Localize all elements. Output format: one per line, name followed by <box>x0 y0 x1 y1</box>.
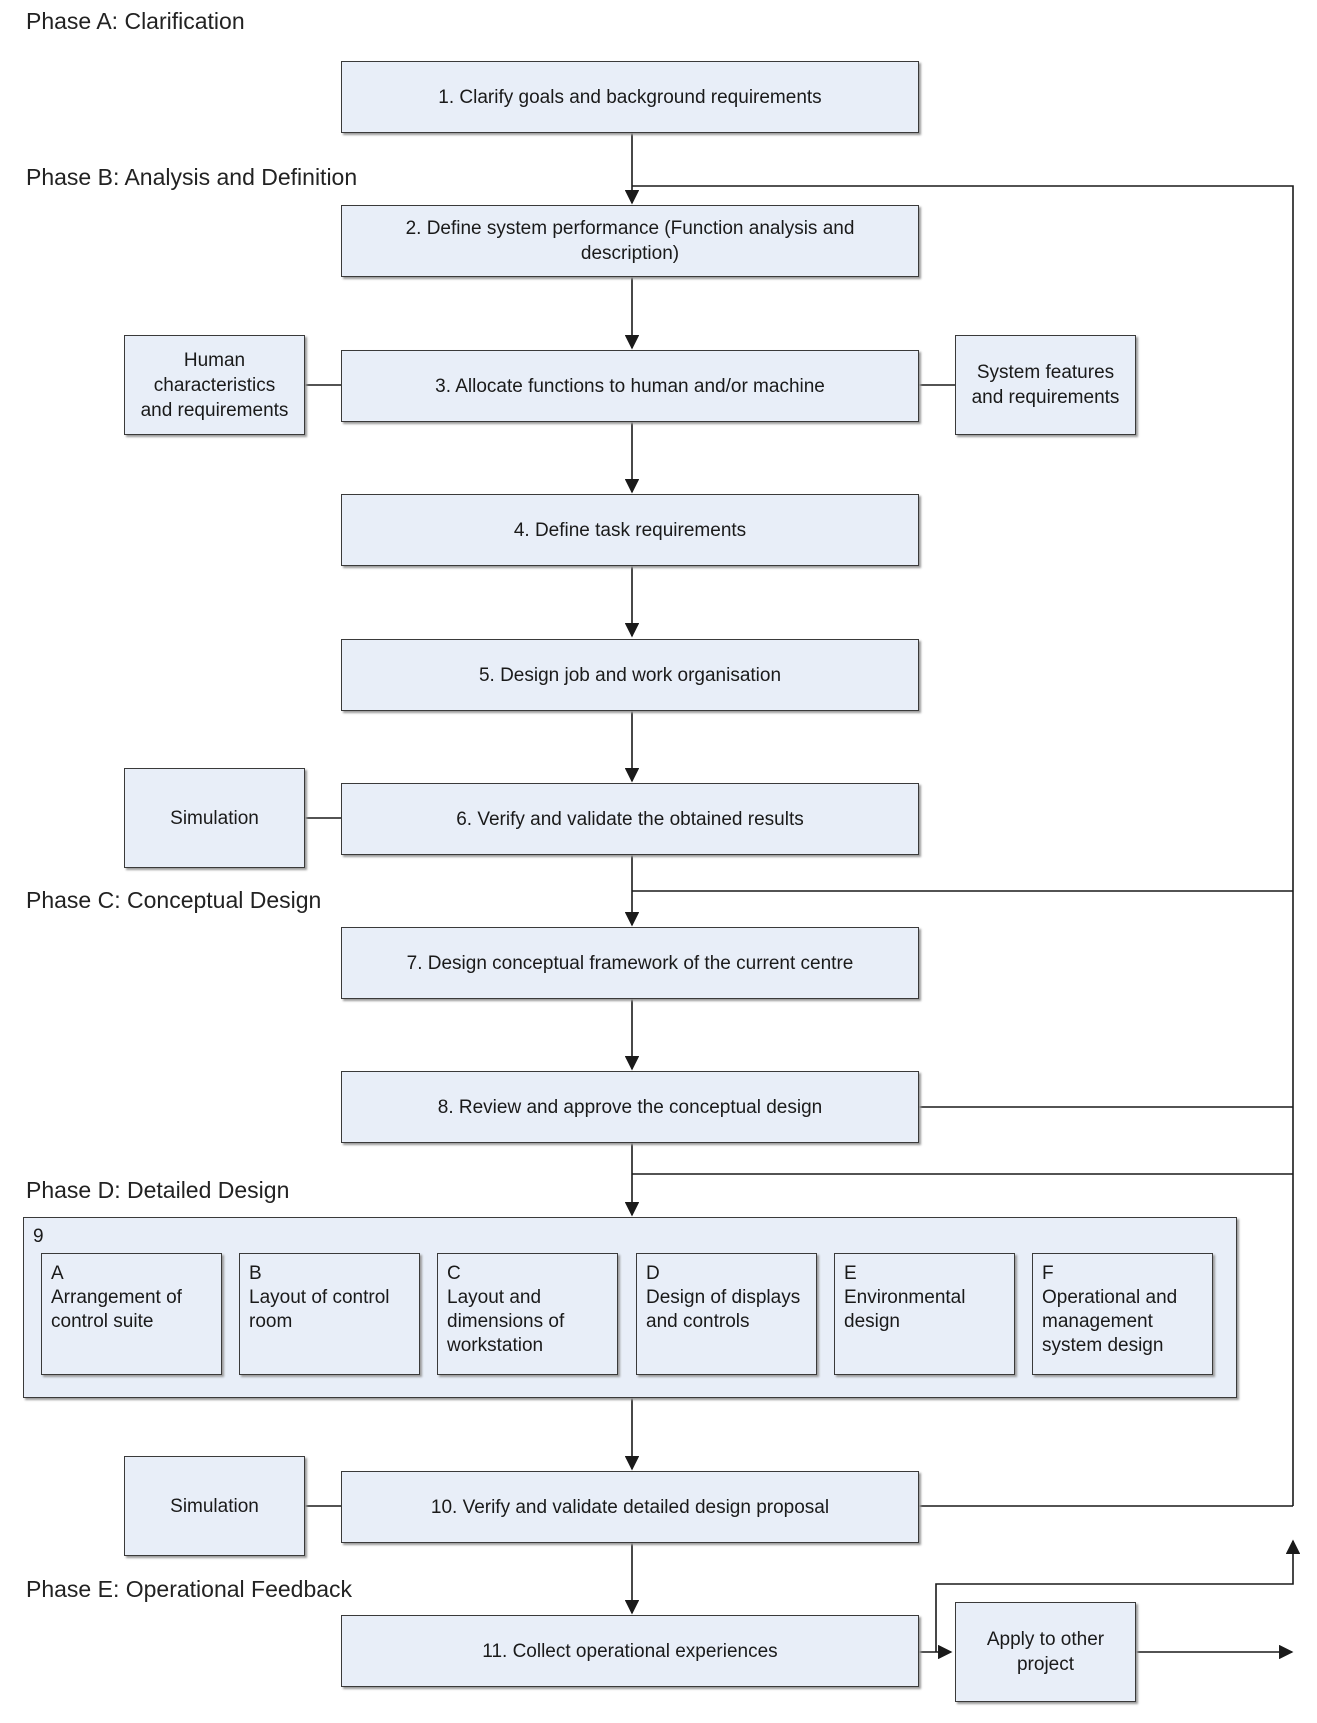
step-4-box: 4. Define task requirements <box>341 494 919 566</box>
step-9a-letter: A <box>51 1263 64 1284</box>
step-9e-box: E Environmental design <box>834 1253 1015 1375</box>
step-9d-letter: D <box>646 1263 660 1284</box>
step-6-box: 6. Verify and validate the obtained resu… <box>341 783 919 855</box>
step-2-box: 2. Define system performance (Function a… <box>341 205 919 277</box>
step-10-box: 10. Verify and validate detailed design … <box>341 1471 919 1543</box>
step-9b-text: Layout of control room <box>249 1287 390 1332</box>
step-9d-box: D Design of displays and controls <box>636 1253 817 1375</box>
step-9f-text: Operational and management system design <box>1042 1287 1178 1356</box>
step-11-box: 11. Collect operational experiences <box>341 1615 919 1687</box>
step-7-box: 7. Design conceptual framework of the cu… <box>341 927 919 999</box>
simulation-box-1: Simulation <box>124 768 305 868</box>
step-9c-box: C Layout and dimensions of workstation <box>437 1253 618 1375</box>
phase-e-label: Phase E: Operational Feedback <box>26 1576 353 1602</box>
step-3-box: 3. Allocate functions to human and/or ma… <box>341 350 919 422</box>
step-9c-text: Layout and dimensions of workstation <box>447 1287 565 1356</box>
simulation-box-2: Simulation <box>124 1456 305 1556</box>
step-9b-box: B Layout of control room <box>239 1253 420 1375</box>
step-5-box: 5. Design job and work organisation <box>341 639 919 711</box>
step-9e-text: Environmental design <box>844 1287 966 1332</box>
step-9f-letter: F <box>1042 1263 1054 1284</box>
phase-c-label: Phase C: Conceptual Design <box>26 887 322 913</box>
step-1-box: 1. Clarify goals and background requirem… <box>341 61 919 133</box>
system-features-box: System features and requirements <box>955 335 1136 435</box>
arrow-11-up <box>935 1539 1301 1652</box>
step-9a-box: A Arrangement of control suite <box>41 1253 222 1375</box>
step-9c-letter: C <box>447 1263 461 1284</box>
step-9b-letter: B <box>249 1263 262 1284</box>
step-9e-letter: E <box>844 1263 857 1284</box>
step-9-number: 9 <box>33 1226 44 1247</box>
phase-d-label: Phase D: Detailed Design <box>26 1177 290 1203</box>
step-8-box: 8. Review and approve the conceptual des… <box>341 1071 919 1143</box>
step-9f-box: F Operational and management system desi… <box>1032 1253 1213 1375</box>
phase-a-label: Phase A: Clarification <box>26 8 245 34</box>
step-9a-text: Arrangement of control suite <box>51 1287 182 1332</box>
step-9d-text: Design of displays and controls <box>646 1287 801 1332</box>
phase-b-label: Phase B: Analysis and Definition <box>26 164 358 190</box>
feedback-loop-to-2 <box>632 185 1294 1506</box>
apply-to-other-project-box: Apply to other project <box>955 1602 1136 1702</box>
human-characteristics-box: Human characteristics and requirements <box>124 335 305 435</box>
